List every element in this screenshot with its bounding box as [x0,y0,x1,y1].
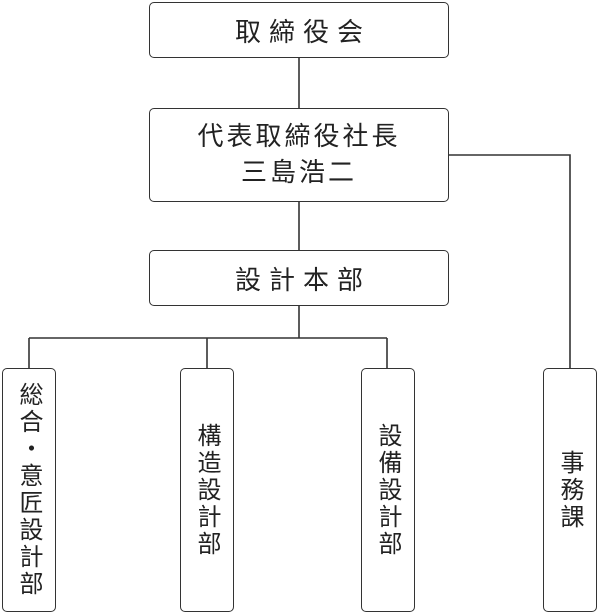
mep-design-dept-box: 設備設計部 [361,368,415,612]
structural-design-dept-label: 構造設計部 [193,422,221,558]
admin-section-box: 事務課 [543,368,597,612]
president-name: 三島浩二 [240,158,357,188]
board-label: 取締役会 [234,17,371,48]
board-box: 取締役会 [149,2,449,58]
general-design-dept-label: 総合・意匠設計部 [15,382,43,598]
design-hq-label: 設計本部 [234,265,371,296]
president-box: 代表取締役社長 三島浩二 [149,108,449,202]
president-title: 代表取締役社長 [197,122,401,152]
admin-section-label: 事務課 [556,449,584,531]
general-design-dept-box: 総合・意匠設計部 [2,368,56,612]
mep-design-dept-label: 設備設計部 [374,422,402,558]
design-hq-box: 設計本部 [149,250,449,306]
president-to-admin-line [449,154,571,368]
structural-design-dept-box: 構造設計部 [180,368,234,612]
